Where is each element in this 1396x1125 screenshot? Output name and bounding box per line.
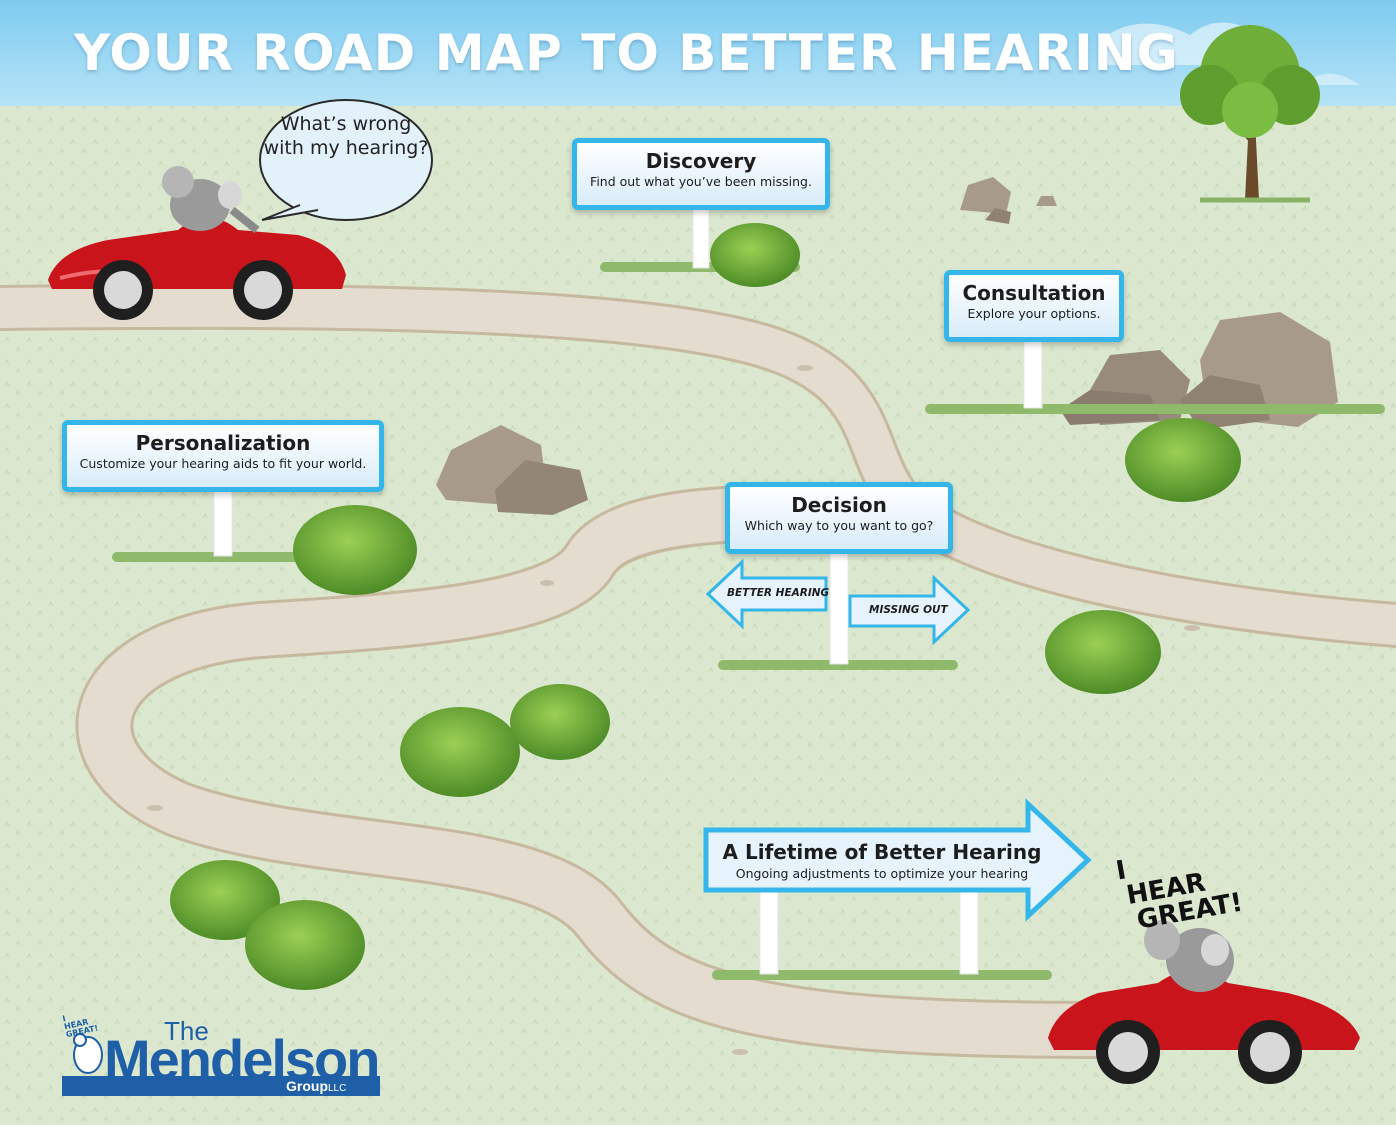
sign-posts <box>213 207 1043 975</box>
arrow-missing-out <box>848 574 971 646</box>
sign-subtitle: Find out what you’ve been missing. <box>590 174 812 189</box>
winding-road <box>0 283 1396 1059</box>
rocks-small <box>960 177 1057 224</box>
red-car-finish <box>1048 920 1360 1084</box>
logo-the: The <box>164 1016 209 1046</box>
logo-group: GroupLLC <box>286 1078 346 1094</box>
sign-title: Discovery <box>645 149 757 173</box>
sign-consultation: Consultation Explore your options. <box>944 270 1124 342</box>
page-title: YOUR ROAD MAP TO BETTER HEARING <box>74 24 1179 82</box>
logo-bar <box>62 1076 380 1096</box>
logo-mouse <box>73 1033 103 1074</box>
speech-bubble-text: What’s wrong with my hearing? <box>263 113 429 159</box>
arrow-lifetime <box>703 798 1092 922</box>
sign-subtitle: Explore your options. <box>967 306 1101 321</box>
tree <box>1180 25 1320 203</box>
speech-bubble <box>259 99 433 221</box>
bushes <box>170 223 1241 990</box>
logo-llc: LLC <box>328 1083 347 1094</box>
sign-title: Consultation <box>962 281 1106 305</box>
logo-name: Mendelson <box>104 1028 380 1091</box>
lifetime-title: A Lifetime of Better Hearing <box>722 840 1042 864</box>
sign-decision: Decision Which way to you want to go? <box>725 482 953 554</box>
rocks-middle <box>436 425 588 515</box>
arrow-label-better-hearing: BETTER HEARING <box>727 587 830 599</box>
sign-personalization: Personalization Customize your hearing a… <box>62 420 384 492</box>
sign-subtitle: Customize your hearing aids to fit your … <box>79 456 367 471</box>
arrow-better-hearing <box>705 558 828 630</box>
sign-discovery: Discovery Find out what you’ve been miss… <box>572 138 830 210</box>
sign-title: Personalization <box>135 431 311 455</box>
sign-subtitle: Which way to you want to go? <box>744 518 934 533</box>
sign-title: Decision <box>791 493 887 517</box>
lifetime-subtitle: Ongoing adjustments to optimize your hea… <box>735 866 1029 881</box>
red-car-start <box>48 166 346 320</box>
logo-group-word: Group <box>286 1078 328 1094</box>
arrow-label-missing-out: MISSING OUT <box>869 604 948 616</box>
